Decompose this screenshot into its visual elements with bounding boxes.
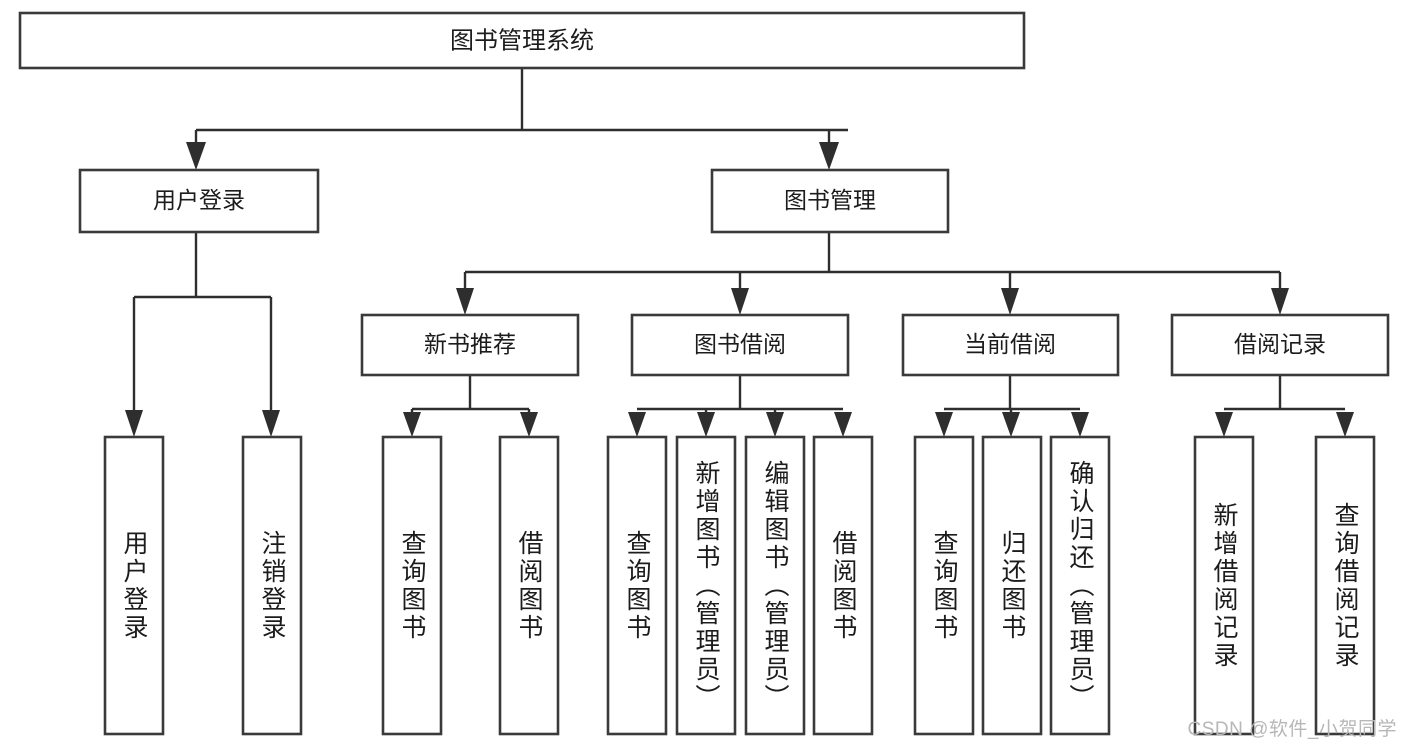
arrow-to-leaf-add-book [697, 412, 715, 437]
arrow-to-current-borrow [1001, 288, 1019, 315]
arrow-to-leaf-add-record [1215, 412, 1233, 437]
leaf-box-edit-book[interactable] [744, 435, 806, 736]
arrow-to-leaf-borrow-book-1 [520, 412, 538, 437]
arrow-to-leaf-return-book [1002, 412, 1020, 437]
arrow-to-leaf-query-book-1 [403, 412, 421, 437]
arrow-to-leaf-borrow-book-2 [834, 412, 852, 437]
node-borrow-record-box[interactable] [1170, 313, 1390, 377]
node-user-login-box[interactable] [78, 168, 320, 234]
leaf-box-user-login[interactable] [103, 435, 165, 736]
arrow-to-leaf-query-book-3 [935, 412, 953, 437]
node-book-borrow[interactable]: 图书借阅 [630, 313, 850, 377]
leaf-box-logout-login[interactable] [241, 435, 303, 736]
leaf-box-borrow-book-1[interactable] [498, 435, 560, 736]
node-borrow-record-label: 借阅记录 [1234, 331, 1326, 357]
leaf-box-query-book-1[interactable] [381, 435, 443, 736]
arrow-to-leaf-user-login [125, 410, 143, 437]
connector-group-book-manage [456, 232, 1289, 315]
node-current-borrow-label: 当前借阅 [964, 331, 1056, 357]
node-current-borrow-box[interactable] [901, 313, 1120, 377]
leaf-box-add-book[interactable] [675, 435, 737, 736]
node-current-borrow[interactable]: 当前借阅 [901, 313, 1120, 377]
leaf-boxes [103, 435, 1376, 736]
arrow-to-book-manage [819, 142, 839, 170]
leaf-box-query-record[interactable] [1314, 435, 1376, 736]
node-new-book-recommend-box[interactable] [360, 313, 580, 377]
leaf-box-add-record[interactable] [1193, 435, 1255, 736]
arrow-to-leaf-logout-login [262, 410, 280, 437]
arrow-to-leaf-query-record [1336, 412, 1354, 437]
node-book-manage-label: 图书管理 [784, 187, 876, 213]
node-new-book-recommend-label: 新书推荐 [424, 331, 516, 357]
connector-group-root [186, 68, 848, 170]
arrow-to-leaf-query-book-2 [628, 412, 646, 437]
node-book-borrow-box[interactable] [630, 313, 850, 377]
arrow-to-borrow-record [1271, 288, 1289, 315]
arrow-to-new-book-recommend [456, 288, 474, 315]
node-borrow-record[interactable]: 借阅记录 [1170, 313, 1390, 377]
arrow-to-book-borrow [731, 288, 749, 315]
connector-group-new-book-recommend [403, 375, 538, 437]
csdn-watermark: CSDN @软件_小贺同学 [1187, 719, 1397, 740]
node-book-manage-box[interactable] [710, 168, 950, 234]
connector-group-borrow-record [1215, 375, 1354, 437]
node-user-login-label: 用户登录 [153, 187, 245, 213]
leaf-box-return-book[interactable] [981, 435, 1043, 736]
arrow-to-user-login [186, 142, 206, 170]
leaf-box-query-book-3[interactable] [913, 435, 975, 736]
node-book-borrow-label: 图书借阅 [694, 331, 786, 357]
leaf-box-confirm-return[interactable] [1049, 435, 1111, 736]
node-book-manage[interactable]: 图书管理 [710, 168, 950, 234]
connector-group-book-borrow [628, 375, 852, 437]
node-user-login[interactable]: 用户登录 [78, 168, 320, 234]
leaf-box-query-book-2[interactable] [606, 435, 668, 736]
connector-group-current-borrow [935, 375, 1089, 437]
leaf-box-borrow-book-2[interactable] [812, 435, 874, 736]
node-new-book-recommend[interactable]: 新书推荐 [360, 313, 580, 377]
node-root-box[interactable] [18, 11, 1026, 70]
connector-group-user-login [125, 232, 280, 437]
node-root-label: 图书管理系统 [450, 27, 594, 54]
arrow-to-leaf-confirm-return [1071, 412, 1089, 437]
node-root[interactable]: 图书管理系统 [18, 11, 1026, 70]
arrow-to-leaf-edit-book [766, 412, 784, 437]
